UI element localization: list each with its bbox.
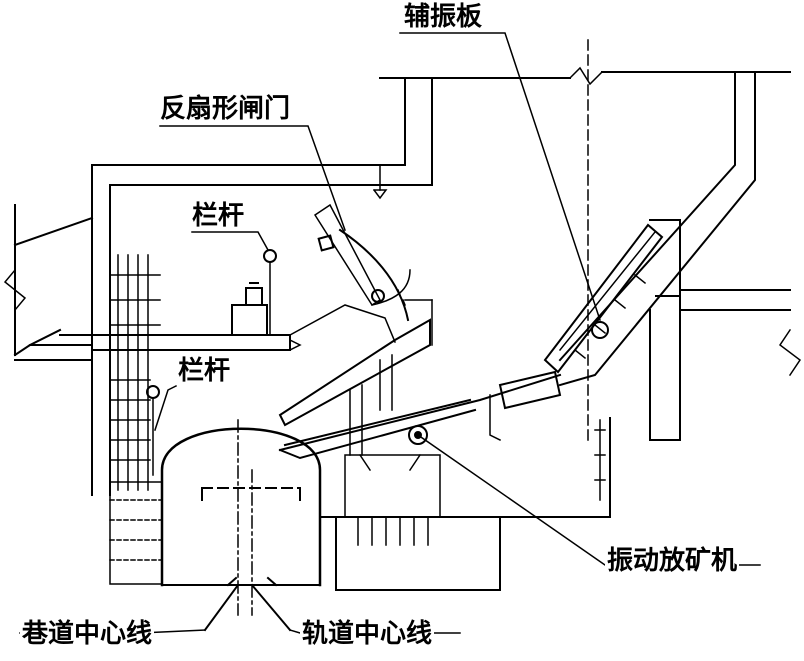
- right-chute: [543, 39, 802, 501]
- left-wall: [3, 204, 302, 361]
- label-railing-upper: 栏杆: [190, 201, 247, 231]
- ladder-grid: [109, 254, 161, 491]
- label-vibrating-ore-feeder: 振动放矿机: [605, 546, 740, 576]
- label-reverse-fan-gate: 反扇形闸门: [158, 94, 293, 124]
- vibrating-feeder: [278, 354, 562, 460]
- foundation: [319, 417, 611, 591]
- sector-gate: [278, 203, 433, 427]
- motor: [231, 282, 268, 336]
- label-railing-lower: 栏杆: [176, 356, 233, 386]
- label-roadway-centerline: 巷道中心线: [20, 619, 155, 649]
- bottom-left-block: [109, 481, 163, 585]
- railings: [146, 249, 277, 476]
- top-structure: [91, 66, 791, 496]
- roadway-arch: [160, 419, 322, 632]
- label-auxiliary-vibrating-plate: 辅振板: [402, 2, 485, 32]
- label-track-centerline: 轨道中心线: [300, 619, 435, 649]
